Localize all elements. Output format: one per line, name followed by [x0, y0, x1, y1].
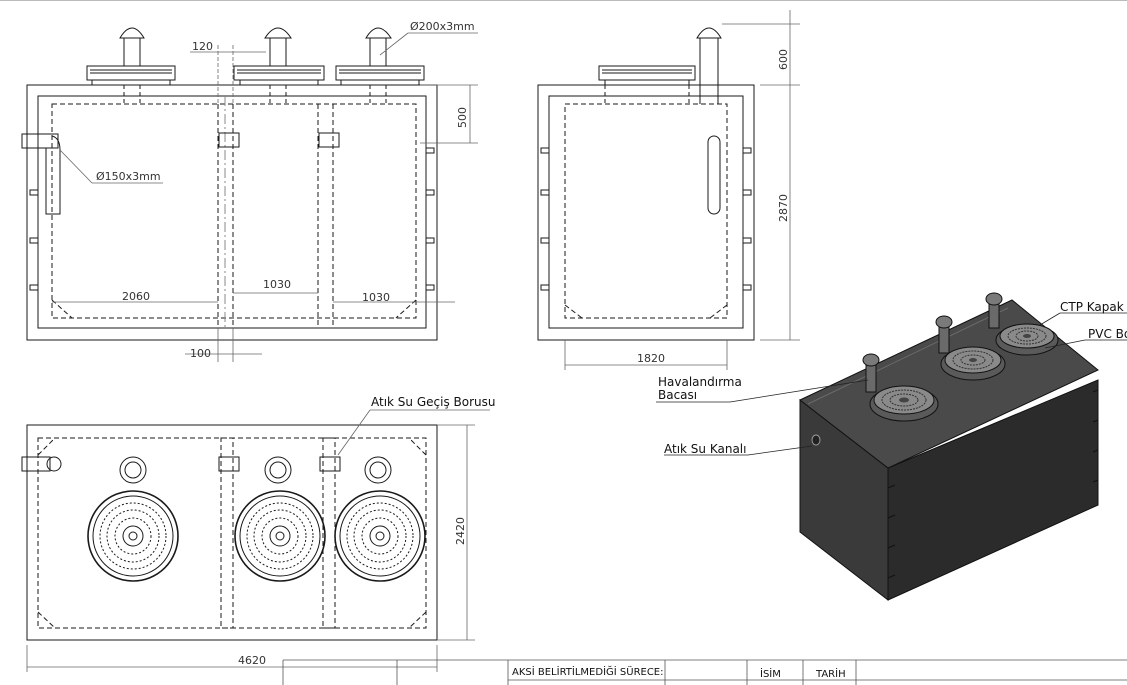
iso-cover-3 [995, 323, 1059, 356]
dim-inlet-pipe: Ø150x3mm [96, 170, 161, 183]
dim-pipe-spacing: 120 [192, 40, 213, 53]
dim-wall-thickness: 100 [190, 347, 211, 360]
side-view [537, 27, 755, 341]
front-view-dimensions [52, 32, 478, 362]
iso-cover-1 [869, 385, 939, 422]
title-block-date-col: TARİH [815, 667, 846, 680]
label-grp-cover: CTP Kapak [1060, 300, 1124, 314]
title-block-name-col: İSİM [760, 667, 781, 680]
dim-comp3-length: 1030 [362, 291, 390, 304]
plan-view-dimensions [26, 409, 490, 672]
waste-inlet [811, 434, 821, 446]
dim-tank-height: 2870 [777, 194, 790, 222]
iso-vent-2 [935, 315, 953, 354]
label-waste-channel: Atık Su Kanalı [664, 442, 746, 456]
dim-tank-length: 4620 [238, 654, 266, 667]
dim-top-height: 500 [456, 107, 469, 128]
dim-vent-pipe: Ø200x3mm [410, 20, 475, 33]
iso-vent-3 [985, 292, 1003, 329]
label-vent-line1: Havalandırma [658, 375, 742, 389]
dim-tank-width-side: 1820 [637, 352, 665, 365]
plan-view [21, 424, 438, 641]
isometric-view [799, 292, 1099, 602]
dim-vent-height: 600 [777, 49, 790, 70]
side-view-dimensions [564, 10, 800, 370]
label-vent-line2: Bacası [658, 388, 697, 402]
title-block-note: AKSİ BELİRTİLMEDİĞİ SÜRECE: [512, 665, 664, 678]
iso-vent-1 [862, 353, 880, 393]
label-pvc-cover: PVC Bo [1088, 327, 1127, 341]
dim-tank-width-plan: 2420 [454, 517, 467, 545]
iso-callouts [656, 312, 1127, 456]
iso-cover-2 [940, 346, 1006, 381]
label-transfer-pipe: Atık Su Geçiş Borusu [371, 395, 496, 409]
front-view [21, 27, 438, 341]
dim-comp1-length: 2060 [122, 290, 150, 303]
title-block [282, 659, 1127, 685]
dim-comp2-length: 1030 [263, 278, 291, 291]
